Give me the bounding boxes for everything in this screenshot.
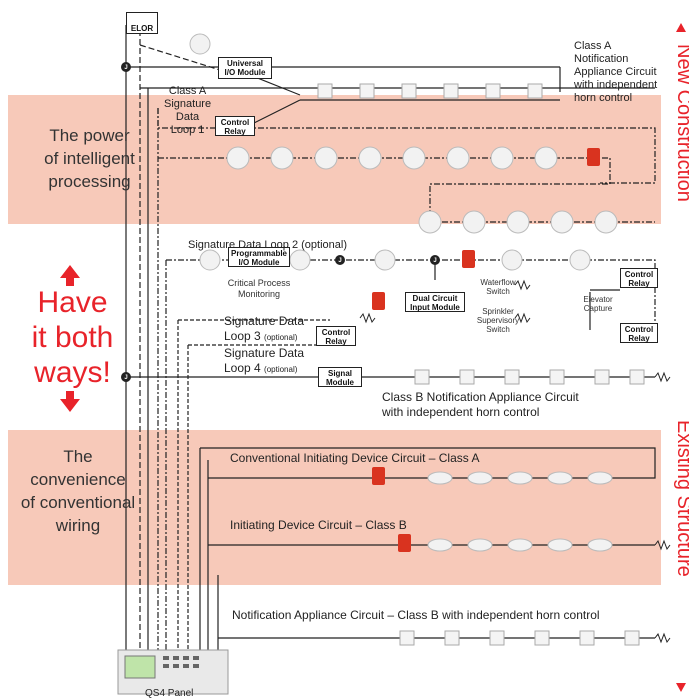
nac-class-b-label: Notification Appliance Circuit – Class B… [232,608,600,622]
svg-text:J: J [124,375,127,381]
signal-module: Signal Module [318,367,362,387]
control-relay-mid: Control Relay [316,326,356,346]
control-relay-right-bottom: Control Relay [620,323,658,343]
control-relay-top: Control Relay [215,116,255,136]
conventional-band [8,430,661,585]
critical-process-label: Critical Process Monitoring [227,278,291,299]
programmable-io-module: Programmable I/O Module [228,247,290,267]
intelligent-text: The power of intelligent processing [44,126,135,191]
existing-structure-label: Existing Structure [673,420,689,577]
new-construction-label: New Construction [673,44,689,202]
panel-label: QS4 Panel [145,688,194,699]
elevator-label: Elevator Capture [583,295,613,313]
dual-circuit-input-module: Dual Circuit Input Module [405,292,465,312]
loop3-optional: (optional) [264,333,298,342]
loop3-main: Signature Data [224,314,305,328]
sprinkler-label: Sprinkler Supervisory Switch [476,307,520,334]
svg-text:J: J [338,258,341,264]
conventional-idc-label: Conventional Initiating Device Circuit –… [230,451,480,465]
junction-icon: J [124,65,127,71]
loop4-label: Signature Data Loop 4 (optional) [224,346,304,377]
idc-class-b-label: Initiating Device Circuit – Class B [230,518,407,532]
class-b-nac-label: Class B Notification Appliance Circuit w… [382,390,579,419]
loop2-label: Signature Data Loop 2 (optional) [188,239,347,251]
loop3-label: Signature Data Loop 3 (optional) [224,314,304,345]
elor-box: ELOR [126,12,158,34]
class-a-nac-label: Class A Notification Appliance Circuit w… [574,40,658,104]
universal-io-module: Universal I/O Module [218,57,272,79]
loop3-sub: Loop 3 [224,329,261,343]
loop4-main: Signature Data [224,346,305,360]
svg-text:J: J [433,258,436,264]
have-text: Have it both ways! [31,286,114,389]
loop4-sub: Loop 4 [224,361,261,375]
class-a-signature-label: Class A Signature Data Loop 1 [164,85,212,136]
waterflow-label: Waterflow Switch [480,278,516,296]
control-relay-right-top: Control Relay [620,268,658,288]
conventional-text: The convenience of conventional wiring [20,447,136,535]
loop4-optional: (optional) [264,365,298,374]
